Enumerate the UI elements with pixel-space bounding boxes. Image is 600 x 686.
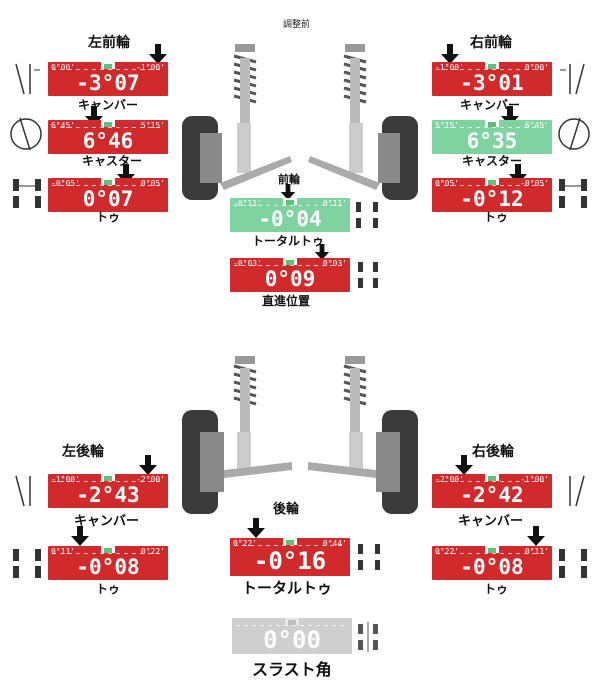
thrust-diagram-icon xyxy=(358,622,378,652)
front-right-toe-label: トゥ xyxy=(484,210,509,224)
gauge-max: -1°00' xyxy=(520,475,549,484)
gauge-max: 0°44' xyxy=(322,539,347,548)
thrust-angle-label: スラスト角 xyxy=(252,660,332,679)
gauge-min: 5°15' xyxy=(435,121,460,130)
straight-position-gauge: -0°03' 0°03' 0°09 xyxy=(230,258,350,292)
rear-left-camber-label: キャンバー xyxy=(74,514,140,529)
front-right-toe-gauge: 0°05' -0°05' -0°12 xyxy=(432,178,552,212)
camber-diagram-icon xyxy=(560,63,585,95)
arrow-down-icon xyxy=(314,244,330,260)
camber-diagram-icon xyxy=(569,475,585,507)
arrow-down-icon xyxy=(455,455,473,475)
gauge-max: 0°11' xyxy=(524,547,549,556)
gauge-min: 0°05' xyxy=(435,179,460,188)
toe-diagram-icon xyxy=(13,549,41,578)
toe-diagram-icon xyxy=(13,179,41,208)
total-toe-diagram-icon xyxy=(358,544,380,570)
gauge-min: 6°45' xyxy=(51,121,76,130)
gauge-value: -3°07 xyxy=(76,71,140,95)
rear-total-toe-gauge: 0°22' 0°44' -0°16 xyxy=(230,538,350,576)
gauge-max: -2°00' xyxy=(136,475,165,484)
gauge-min: -1°00' xyxy=(51,475,80,484)
gauge-min: 0°22' xyxy=(233,539,258,548)
front-suspension-illustration xyxy=(182,44,418,200)
front-right-camber-gauge: -1°00' 0°00' -3°01 xyxy=(432,62,552,96)
rear-left-toe-gauge: 0°11' 0°22' -0°08 xyxy=(48,546,168,580)
gauge-max: 6°45' xyxy=(524,121,549,130)
front-left-camber-gauge: 0°00' -1°00' -3°07 xyxy=(48,62,168,96)
rear-left-camber-gauge: -1°00' -2°00' -2°43 xyxy=(48,474,168,508)
front-right-caster-gauge: 5°15' 6°45' 6°35 xyxy=(432,120,552,154)
arrow-down-icon xyxy=(149,44,167,64)
gauge-value: -0°04 xyxy=(258,207,322,231)
caster-diagram-icon xyxy=(10,117,42,151)
front-total-toe-label: トータルトゥ xyxy=(252,234,325,248)
gauge-min: 0°11' xyxy=(51,547,76,556)
gauge-value: 0°07 xyxy=(82,187,134,211)
gauge-min: -0°03' xyxy=(233,259,262,268)
rear-left-title: 左後輪 xyxy=(62,444,104,460)
gauge-value: -0°08 xyxy=(76,555,140,579)
front-right-caster-label: キャスター xyxy=(462,154,523,168)
gauge-min: -1°00' xyxy=(435,63,464,72)
gauge-value: 0°09 xyxy=(264,267,316,291)
arrow-down-icon xyxy=(441,44,459,64)
rear-right-toe-gauge: 0°22' 0°11' -0°08 xyxy=(432,546,552,580)
gauge-max: 0°11' xyxy=(322,199,347,208)
thrust-angle-gauge: 0°00 xyxy=(232,618,352,654)
gauge-max: 0°00' xyxy=(524,63,549,72)
gauge-value: -2°42 xyxy=(460,483,524,507)
gauge-value: 0°00 xyxy=(263,626,321,654)
gauge-max: -0°05' xyxy=(520,179,549,188)
front-left-toe-gauge: -0°05' 0°05' 0°07 xyxy=(48,178,168,212)
gauge-min: 0°00' xyxy=(51,63,76,72)
gauge-value: 6°35 xyxy=(466,129,518,153)
gauge-min: -0°05' xyxy=(51,179,80,188)
arrow-down-icon xyxy=(71,526,89,546)
arrow-down-icon xyxy=(139,455,157,475)
caster-diagram-icon xyxy=(558,117,590,151)
rear-suspension-illustration xyxy=(182,356,418,514)
gauge-max: 0°22' xyxy=(140,547,165,556)
gauge-value: -0°08 xyxy=(460,555,524,579)
gauge-max: 0°05' xyxy=(140,179,165,188)
gauge-min: -0°11' xyxy=(233,199,262,208)
rear-axle-title: 後輪 xyxy=(273,502,300,517)
gauge-value: -0°12 xyxy=(460,187,524,211)
arrow-down-icon xyxy=(527,526,545,546)
gauge-value: -2°43 xyxy=(76,483,140,507)
gauge-min: 0°22' xyxy=(435,547,460,556)
gauge-max: 0°03' xyxy=(322,259,347,268)
camber-diagram-icon xyxy=(15,63,40,95)
front-right-camber-label: キャンバー xyxy=(460,98,521,112)
toe-diagram-icon xyxy=(559,179,587,208)
rear-right-camber-label: キャンバー xyxy=(458,514,524,529)
front-left-caster-gauge: 6°45' 5°15' 6°46 xyxy=(48,120,168,154)
front-right-title: 右前輪 xyxy=(470,35,512,51)
front-left-title: 左前輪 xyxy=(88,35,130,51)
steering-diagram-icon xyxy=(358,262,378,288)
arrow-down-icon xyxy=(247,518,265,538)
arrow-down-icon xyxy=(280,184,296,200)
rear-right-toe-label: トゥ xyxy=(484,582,509,596)
rear-right-title: 右後輪 xyxy=(472,444,514,460)
rear-total-toe-label: トータルトゥ xyxy=(242,579,333,597)
front-axle-title: 前輪 xyxy=(278,173,300,186)
front-left-toe-label: トゥ xyxy=(96,210,121,224)
gauge-value: -3°01 xyxy=(460,71,524,95)
gauge-max: 5°15' xyxy=(140,121,165,130)
front-total-toe-gauge: -0°11' 0°11' -0°04 xyxy=(230,198,350,232)
total-toe-diagram-icon xyxy=(356,202,378,228)
toe-diagram-icon xyxy=(559,549,587,578)
camber-diagram-icon xyxy=(15,475,31,507)
rear-left-toe-label: トゥ xyxy=(96,582,121,596)
gauge-value: 6°46 xyxy=(82,129,134,153)
straight-position-label: 直進位置 xyxy=(262,294,311,308)
gauge-min: -2°00' xyxy=(435,475,464,484)
page-title: 調整前 xyxy=(283,20,311,30)
gauge-max: -1°00' xyxy=(136,63,165,72)
gauge-value: -0°16 xyxy=(253,547,327,575)
rear-right-camber-gauge: -2°00' -1°00' -2°42 xyxy=(432,474,552,508)
